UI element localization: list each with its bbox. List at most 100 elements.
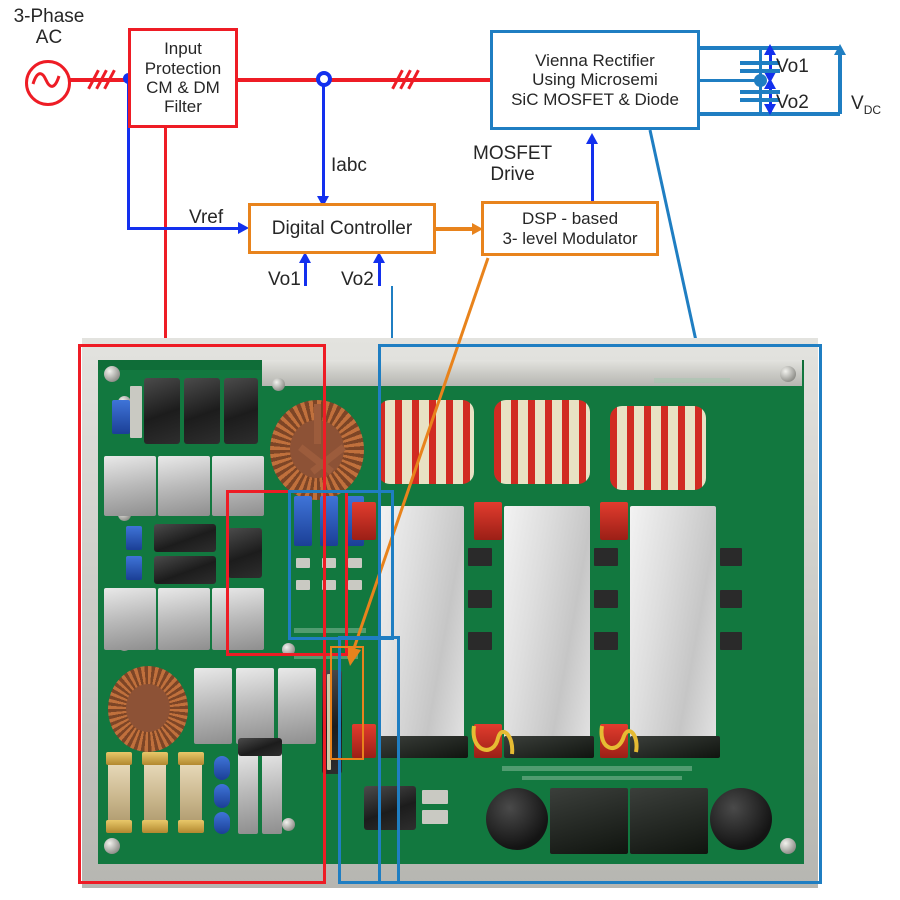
mosfet-drive-arrowhead: [586, 133, 598, 144]
capacitor-upper-plate-top: [740, 61, 780, 65]
vo2-measure-arrow-bottom: [764, 104, 776, 115]
mounting-screw: [780, 366, 796, 382]
yellow-wire-harness: [471, 725, 515, 755]
annotation-vienna-rectifier-region: [378, 344, 822, 884]
block-digital-controller[interactable]: Digital Controller: [248, 203, 436, 254]
ac-line-to-filter: [65, 78, 130, 82]
mounting-screw: [282, 643, 295, 656]
gate-drive-connector: [294, 496, 312, 546]
pcb-component: [720, 590, 742, 608]
y-capacitor: [214, 784, 230, 808]
silkscreen-text: [522, 776, 682, 780]
boost-inductor: [610, 406, 706, 490]
border-cleanup-patch: [291, 493, 323, 637]
film-capacitor: [144, 378, 180, 444]
power-module-heatsink: [630, 506, 716, 744]
connector-pin-row: [327, 674, 331, 770]
pcb-component: [348, 580, 362, 590]
vdc-measure-line: [838, 49, 842, 114]
vdc-label-sub: DC: [863, 103, 882, 118]
relay-module: [154, 556, 216, 584]
iabc-arrowhead: [317, 196, 329, 207]
annotation-vienna-rectifier-region-extension: [338, 636, 400, 884]
annotation-input-protection-filter-region-extension: [226, 490, 348, 656]
x-capacitor: [104, 456, 156, 516]
pcb-component: [594, 632, 618, 650]
dc-link-electrolytic-capacitor: [486, 788, 548, 850]
silkscreen-text: [502, 766, 692, 771]
filter-callout-line: [164, 128, 167, 360]
ac-source-label: 3-Phase AC: [13, 6, 85, 49]
annotation-input-protection-filter-region: [78, 344, 326, 884]
x-capacitor: [104, 588, 156, 650]
module-clamp: [378, 736, 468, 758]
dc-link-film-capacitor: [550, 788, 628, 854]
mounting-screw: [282, 818, 295, 831]
pcb-photograph: [82, 338, 818, 888]
vref-arrowhead: [238, 222, 249, 234]
relay-module: [154, 524, 216, 552]
iabc-label: Iabc: [331, 155, 367, 176]
pcb-component: [720, 548, 742, 566]
common-mode-choke-core: [126, 684, 170, 732]
y-capacitor: [126, 526, 142, 550]
pcb-component: [422, 810, 448, 824]
power-terminal: [352, 724, 376, 758]
silkscreen-text: [294, 654, 358, 659]
input-fuse: [180, 754, 202, 832]
ac-sine-icon: [31, 72, 61, 88]
block-input-protection-filter[interactable]: Input Protection CM & DM Filter: [128, 28, 238, 128]
vref-label: Vref: [189, 207, 224, 228]
dc-midpoint-node: [754, 74, 767, 87]
mounting-screw: [780, 838, 796, 854]
x-capacitor: [212, 456, 264, 516]
y-capacitor: [214, 756, 230, 780]
filter-module: [236, 668, 274, 744]
controller-callout-line: [391, 286, 393, 378]
vo2-feedback-line: [377, 258, 381, 286]
y-capacitor: [126, 556, 142, 580]
annotation-dsp-modulator-region: [330, 646, 364, 760]
pcb-component: [296, 580, 310, 590]
x-capacitor: [212, 588, 264, 650]
relay-module: [364, 786, 416, 830]
vo1-output-label: Vo1: [776, 56, 809, 77]
controller-to-modulator-line: [436, 227, 476, 231]
dc-link-film-capacitor: [630, 788, 708, 854]
y-capacitor: [112, 400, 130, 434]
vo2-output-label: Vo2: [776, 92, 809, 113]
pcb-component: [468, 548, 492, 566]
yellow-wire-harness: [599, 725, 639, 753]
pcb-component: [322, 580, 336, 590]
rectifier-callout-line: [648, 129, 705, 364]
filter-module: [194, 668, 232, 744]
block-dsp-modulator[interactable]: DSP - based 3- level Modulator: [481, 201, 659, 256]
modulator-callout-line: [344, 257, 490, 666]
mounting-screw: [104, 366, 120, 382]
fuse-endcap: [178, 752, 204, 765]
y-capacitor: [214, 812, 230, 834]
vdc-measure-arrowhead: [833, 44, 846, 55]
vo1-measure-arrow-bottom: [764, 72, 776, 83]
vref-line-horizontal: [126, 226, 243, 230]
mosfet-drive-line: [590, 140, 594, 202]
controller-to-modulator-arrowhead: [472, 223, 483, 235]
silkscreen-text: [294, 628, 366, 633]
mosfet-drive-label: MOSFET Drive: [473, 143, 553, 186]
bleeder-resistor: [262, 750, 282, 834]
power-module-heatsink: [504, 506, 590, 744]
capacitor-lower-plate-bottom: [740, 98, 780, 102]
filter-module: [278, 668, 316, 744]
power-terminal: [352, 502, 376, 540]
vo1-measure-arrow-top: [764, 44, 776, 55]
dc-link-electrolytic-capacitor: [710, 788, 772, 850]
film-capacitor: [224, 378, 258, 444]
mounting-screw: [104, 838, 120, 854]
module-clamp: [504, 736, 594, 758]
x-capacitor: [158, 588, 210, 650]
capacitor-lower-plate-top: [740, 90, 780, 94]
block-vienna-rectifier[interactable]: Vienna Rectifier Using Microsemi SiC MOS…: [490, 30, 700, 130]
x-capacitor: [158, 456, 210, 516]
capacitor-upper-plate-bottom: [740, 69, 780, 73]
